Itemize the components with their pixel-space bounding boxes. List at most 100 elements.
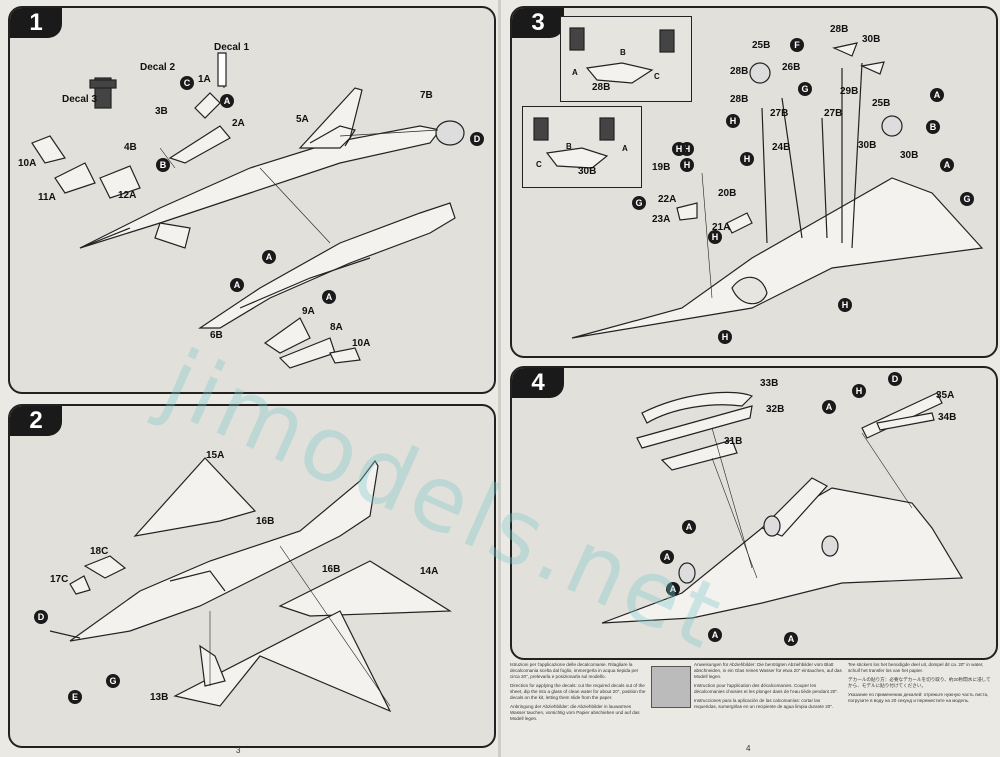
part-25b: 25B: [752, 40, 771, 51]
part-12a: 12A: [118, 190, 137, 201]
callout-b: B: [156, 158, 170, 172]
part-28b: 28B: [730, 66, 749, 77]
decal-1-label: Decal 1: [214, 42, 250, 53]
callout-g: G: [632, 196, 646, 210]
callout-h: H: [718, 330, 732, 344]
callout-h: H: [680, 158, 694, 172]
part-31b: 31B: [724, 436, 743, 447]
step-4-diagram: [601, 391, 964, 624]
part-2a: 2A: [232, 118, 245, 129]
part-27b: 27B: [824, 108, 843, 119]
part-23a: 23A: [652, 214, 671, 225]
part-21a: 21A: [712, 222, 731, 233]
part-9a: 9A: [302, 306, 315, 317]
part-18c: 18C: [90, 546, 109, 557]
callout-d: D: [888, 372, 902, 386]
part-7b: 7B: [420, 90, 433, 101]
part-32b: 32B: [766, 404, 785, 415]
instruction-paragraph: Direction for applying the decals: cut t…: [510, 683, 646, 700]
part-16b: 16B: [322, 564, 341, 575]
part-10a-left: 10A: [18, 158, 37, 169]
instruction-paragraph: デカールの貼り方：必要なデカールを切り取り、約20秒間水に浸してから、モデルに貼…: [848, 677, 991, 688]
callout-a: A: [708, 628, 722, 642]
part-6b: 6B: [210, 330, 223, 341]
part-35a: 35A: [936, 390, 955, 401]
callout-h: H: [852, 384, 866, 398]
callout-a: A: [822, 400, 836, 414]
instruction-paragraph: Anbringung der Abziehbilder: die Abziehb…: [510, 704, 640, 721]
inset-letter: B: [566, 142, 572, 151]
part-29b: 29B: [840, 86, 859, 97]
callout-a: A: [940, 158, 954, 172]
callout-h: H: [740, 152, 754, 166]
step-1-badge: 1: [10, 8, 62, 38]
instruction-paragraph: Anweisungen für Abziehbilder: Die benöti…: [694, 662, 842, 679]
callout-c: C: [180, 76, 194, 90]
instruction-paragraph: Instrucciones para la aplicación de las …: [694, 698, 834, 709]
callout-g: G: [798, 82, 812, 96]
part-28b: 28B: [830, 24, 849, 35]
decal-3-label: Decal 3: [62, 94, 98, 105]
callout-f: F: [790, 38, 804, 52]
step-1-diagram: [31, 52, 465, 369]
inset-letter: C: [536, 160, 542, 169]
callout-a: A: [230, 278, 244, 292]
callout-d: D: [34, 610, 48, 624]
step-4-panel: 4 33B 32B 3: [510, 366, 998, 660]
callout-h: H: [708, 230, 722, 244]
instruction-paragraph: Instruction pour l'application des décal…: [694, 683, 839, 694]
callout-a: A: [784, 632, 798, 646]
callout-a: A: [220, 94, 234, 108]
step-3-badge: 3: [512, 8, 564, 38]
callout-h: H: [838, 298, 852, 312]
instruction-paragraph: Tee stickers los het benodigde deel uit,…: [848, 662, 984, 673]
callout-g: G: [960, 192, 974, 206]
part-10a-bottom: 10A: [352, 338, 371, 349]
callout-a: A: [682, 520, 696, 534]
instructions-col-3: Tee stickers los het benodigde deel uit,…: [848, 662, 994, 750]
part-33b: 33B: [760, 378, 779, 389]
callout-h: H: [672, 142, 686, 156]
part-30b: 30B: [862, 34, 881, 45]
part-28b-inset: 28B: [592, 82, 611, 93]
callout-d: D: [470, 132, 484, 146]
callout-b: B: [926, 120, 940, 134]
inset-letter: C: [654, 72, 660, 81]
step-3-diagram: [533, 27, 984, 339]
part-30b: 30B: [858, 140, 877, 151]
part-20b: 20B: [718, 188, 737, 199]
part-26b: 26B: [782, 62, 801, 73]
part-1a: 1A: [198, 74, 211, 85]
part-25b: 25B: [872, 98, 891, 109]
step-2-diagram: [49, 457, 452, 713]
page-number-right: 4: [746, 744, 751, 753]
part-11a: 11A: [38, 192, 56, 203]
instructions-col-1: Istruzioni per l'applicazione delle deca…: [510, 662, 646, 750]
part-5a: 5A: [296, 114, 309, 125]
step-4-badge: 4: [512, 368, 564, 398]
decal-application-illustration: [651, 666, 691, 708]
part-30b-inset: 30B: [578, 166, 597, 177]
callout-e: E: [68, 690, 82, 704]
part-16b: 16B: [256, 516, 275, 527]
callout-a: A: [262, 250, 276, 264]
part-27b: 27B: [770, 108, 789, 119]
inset-letter: A: [572, 68, 578, 77]
callout-a: A: [930, 88, 944, 102]
instruction-paragraph: Istruzioni per l'applicazione delle deca…: [510, 662, 639, 679]
step-2-badge: 2: [10, 406, 62, 436]
inset-letter: A: [622, 144, 628, 153]
inset-letter: B: [620, 48, 626, 57]
callout-h: H: [726, 114, 740, 128]
step-3-panel: 3: [510, 6, 998, 358]
part-34b: 34B: [938, 412, 957, 423]
callout-a: A: [660, 550, 674, 564]
callout-a: A: [322, 290, 336, 304]
callout-g: G: [106, 674, 120, 688]
part-24b: 24B: [772, 142, 791, 153]
step-1-panel: 1: [8, 6, 496, 394]
part-28b: 28B: [730, 94, 749, 105]
part-14a: 14A: [420, 566, 439, 577]
part-17c: 17C: [50, 574, 69, 585]
